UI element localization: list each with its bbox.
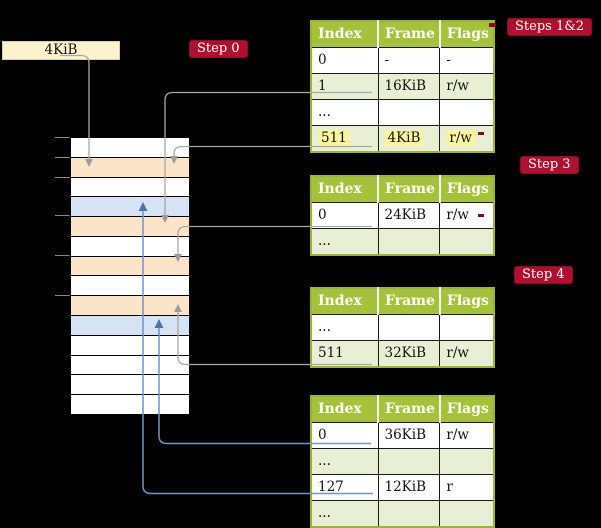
- table-cell: [439, 99, 495, 126]
- table-cell: 1: [310, 73, 379, 100]
- table-cell: 12KiB: [377, 474, 441, 501]
- table-cell: r/w: [439, 422, 495, 449]
- step-0-label: Step 0: [189, 40, 248, 58]
- memory-frame-row: [71, 216, 189, 236]
- table-row: ...: [310, 228, 495, 256]
- table-cell: r: [439, 474, 495, 501]
- table-cell: [439, 500, 495, 528]
- physical-memory-stack: [70, 137, 190, 415]
- table-cell: ...: [310, 500, 379, 528]
- highlighted-value: 511: [318, 130, 350, 146]
- memory-frame-row: [71, 255, 189, 276]
- table-cell: 4KiB: [377, 125, 441, 153]
- memory-frame-row: [71, 138, 189, 157]
- table-cell: r/w: [439, 340, 495, 368]
- table-cell: r/w: [439, 202, 495, 229]
- table-cell: 511: [310, 125, 379, 153]
- table-cell: [439, 448, 495, 475]
- table-cell: [377, 99, 441, 126]
- highlighted-value: 4KiB: [384, 130, 424, 146]
- memory-frame-row: [71, 176, 189, 197]
- steps-1-2-label: Steps 1&2: [507, 18, 593, 36]
- table-cell: [377, 228, 441, 256]
- table-cell: [377, 314, 441, 341]
- table-cell: 0: [310, 422, 379, 449]
- column-header: Index: [311, 288, 378, 315]
- table-cell: [439, 228, 495, 256]
- table-cell: 511: [310, 340, 379, 368]
- memory-frame-row: [71, 315, 189, 335]
- table-cell: -: [439, 47, 495, 74]
- step-3-label: Step 3: [520, 156, 579, 174]
- column-header: Flags: [438, 396, 494, 423]
- memory-frame-row: [71, 156, 189, 177]
- column-header: Frame: [377, 21, 440, 48]
- table-cell: 127: [310, 474, 379, 501]
- table-cell: 16KiB: [377, 73, 441, 100]
- table-cell: ...: [310, 228, 379, 256]
- memory-frame-row: [71, 394, 189, 414]
- step-4-label: Step 4: [514, 266, 573, 284]
- memory-frame-row: [71, 275, 189, 296]
- column-header: Frame: [377, 176, 440, 203]
- memory-boundary-ticks: [55, 137, 70, 296]
- table-row: ...: [310, 500, 495, 528]
- table-cell: ...: [310, 448, 379, 475]
- column-header: Flags: [438, 176, 494, 203]
- memory-frame-row: [71, 196, 189, 217]
- table-cell: ...: [310, 99, 379, 126]
- table-cell: 24KiB: [377, 202, 441, 229]
- frame-address-box: 4KiB: [2, 41, 120, 60]
- column-header: Index: [311, 21, 378, 48]
- table-cell: [377, 500, 441, 528]
- table-row: ...: [310, 448, 495, 475]
- memory-frame-row: [71, 374, 189, 395]
- table-cell: 32KiB: [377, 340, 441, 368]
- table-cell: 0: [310, 47, 379, 74]
- column-header: Frame: [377, 288, 440, 315]
- table-cell: [439, 314, 495, 341]
- table-cell: r/w: [439, 125, 495, 153]
- column-header: Frame: [377, 396, 440, 423]
- column-header: Flags: [438, 288, 494, 315]
- highlighted-value: r/w: [446, 130, 475, 146]
- table-cell: 0: [310, 202, 379, 229]
- column-header: Flags: [438, 21, 494, 48]
- column-header: Index: [311, 396, 378, 423]
- memory-frame-row: [71, 354, 189, 375]
- table-cell: 36KiB: [377, 422, 441, 449]
- table-cell: ...: [310, 314, 379, 341]
- table-cell: [377, 448, 441, 475]
- memory-frame-row: [71, 235, 189, 256]
- table-cell: r/w: [439, 73, 495, 100]
- table-cell: -: [377, 47, 441, 74]
- frame-address-label: 4KiB: [44, 42, 78, 58]
- memory-frame-row: [71, 295, 189, 316]
- column-header: Index: [311, 176, 378, 203]
- table-row: ...: [310, 314, 495, 341]
- table-row: ...: [310, 99, 495, 126]
- memory-frame-row: [71, 334, 189, 355]
- table-row: 511 4KiB r/w: [310, 125, 495, 153]
- table-row: 0--: [310, 47, 495, 74]
